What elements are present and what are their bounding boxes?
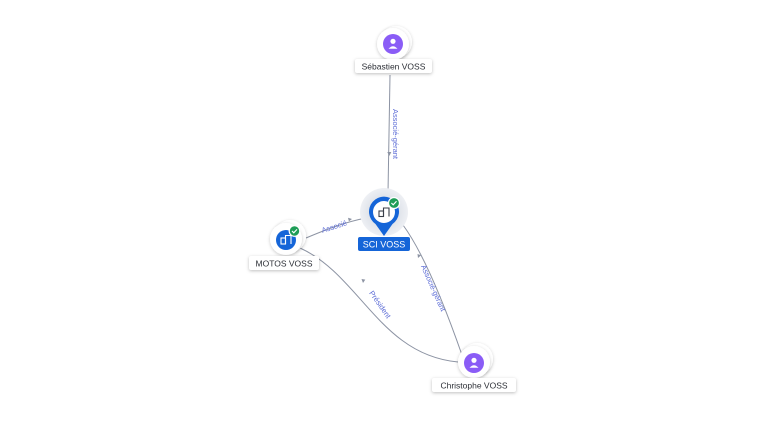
edge-arrow: [387, 152, 392, 156]
edge-label: Président: [367, 289, 393, 321]
edge-label: Associé-gérant: [391, 109, 400, 160]
edge-label: Associé: [320, 218, 348, 235]
node-motos-voss[interactable]: MOTOS VOSS: [249, 220, 319, 270]
edge-motos-christophe[interactable]: Président: [299, 247, 459, 363]
edge-sci-christophe[interactable]: Associé-gérant: [402, 224, 463, 356]
edge-arrow: [361, 279, 366, 283]
edge-arrow: [348, 217, 352, 222]
edge-arrow: [417, 254, 422, 258]
node-sebastien-voss[interactable]: Sébastien VOSS: [355, 26, 432, 73]
edge-sebastien-sci[interactable]: Associé-gérant: [387, 74, 400, 194]
node-label-box: [249, 256, 319, 270]
node-label-box: [432, 378, 516, 392]
user-icon: [383, 34, 403, 54]
node-label: SCI VOSS: [363, 240, 406, 250]
edge-label: Associé-gérant: [419, 263, 448, 313]
node-label: Christophe VOSS: [440, 380, 507, 390]
check-icon: [288, 225, 301, 237]
node-sci-voss[interactable]: SCI VOSS: [358, 188, 410, 251]
check-icon: [387, 196, 401, 210]
node-christophe-voss[interactable]: Christophe VOSS: [432, 343, 516, 392]
user-icon: [464, 353, 484, 373]
edge-motos-sci[interactable]: Associé: [305, 217, 367, 239]
node-label: Sébastien VOSS: [362, 61, 426, 71]
node-label-box: [358, 237, 410, 251]
node-label: MOTOS VOSS: [256, 258, 313, 268]
node-label-box: [355, 59, 432, 73]
building-icon: [378, 207, 390, 218]
